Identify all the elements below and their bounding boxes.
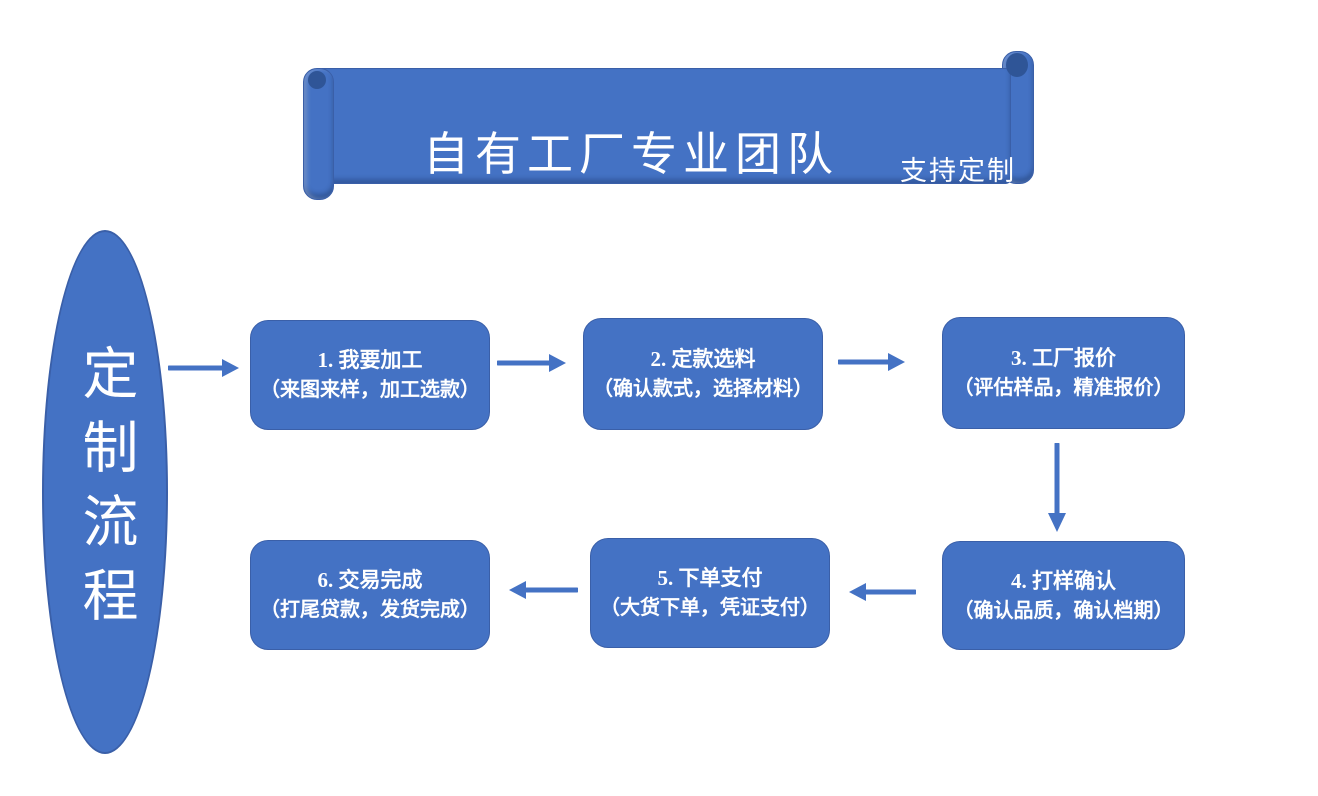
step-title: 5. 下单支付 (657, 566, 763, 590)
step-subtitle: （确认品质，确认档期） (953, 599, 1174, 622)
step-title: 1. 我要加工 (317, 348, 423, 372)
banner-scroll: 自有工厂专业团队 支持定制 (303, 50, 1034, 200)
step-box-2: 2. 定款选料 （确认款式，选择材料） (583, 318, 823, 430)
arrow-left-icon (848, 581, 916, 603)
arrow-left-icon (508, 579, 578, 601)
process-ellipse-label: 定制流程 (74, 344, 136, 640)
step-subtitle: （大货下单，凭证支付） (600, 597, 820, 619)
step-title: 4. 打样确认 (1011, 568, 1116, 593)
step-title: 2. 定款选料 (650, 347, 756, 371)
step-box-4: 4. 打样确认 （确认品质，确认档期） (942, 541, 1185, 650)
step-subtitle: （来图来样，加工选款） (260, 379, 480, 401)
step-box-5: 5. 下单支付 （大货下单，凭证支付） (590, 538, 830, 648)
step-box-6: 6. 交易完成 （打尾贷款，发货完成） (250, 540, 490, 650)
banner-body (317, 68, 1011, 184)
scroll-roll-cap-left (308, 71, 326, 89)
step-subtitle: （评估样品，精准报价） (953, 377, 1174, 399)
step-box-1: 1. 我要加工 （来图来样，加工选款） (250, 320, 490, 430)
step-subtitle: （打尾贷款，发货完成） (260, 599, 480, 621)
step-subtitle: （确认款式，选择材料） (593, 378, 813, 400)
arrow-right-icon (838, 351, 906, 373)
scroll-roll-cap-right (1006, 53, 1028, 77)
step-box-3: 3. 工厂报价 （评估样品，精准报价） (942, 317, 1185, 429)
arrow-down-icon (1046, 443, 1068, 533)
scroll-roll-left (303, 68, 334, 200)
step-title: 3. 工厂报价 (1011, 346, 1116, 370)
step-title: 6. 交易完成 (317, 568, 423, 592)
banner-title: 自有工厂专业团队 (423, 129, 839, 180)
banner-subtitle: 支持定制 (900, 156, 1016, 186)
arrow-right-icon (168, 357, 240, 379)
process-ellipse: 定制流程 (42, 230, 168, 754)
arrow-right-icon (497, 352, 567, 374)
